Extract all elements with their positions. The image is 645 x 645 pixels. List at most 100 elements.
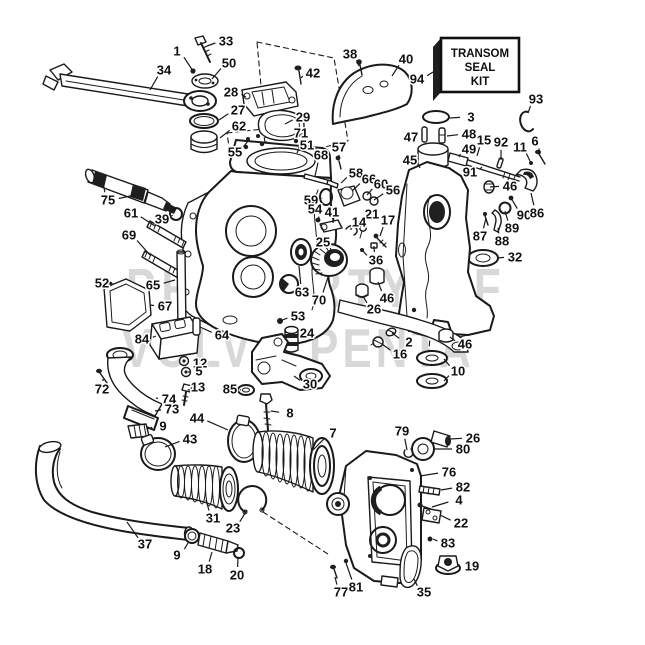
part-label-4: 4 (455, 493, 463, 508)
part-label-24: 24 (300, 326, 315, 341)
washer-80-part (417, 443, 429, 455)
part-label-43: 43 (183, 432, 197, 447)
part-label-65: 65 (146, 278, 160, 293)
part-label-45: 45 (403, 153, 417, 168)
screw-55b (256, 134, 260, 138)
dot-83 (427, 536, 433, 542)
bearing-70 (310, 243, 348, 277)
gimbal-ring-housing-part (424, 195, 432, 319)
screw-54 (315, 217, 321, 223)
part-label-37: 37 (138, 537, 152, 552)
leader-line-2 (391, 332, 400, 339)
part-label-27: 27 (231, 103, 245, 118)
swivel-bracket-arm-part (337, 299, 469, 353)
part-label-92: 92 (494, 135, 508, 150)
leader-line-16 (381, 343, 391, 351)
part-label-1: 1 (173, 44, 180, 59)
part-label-46: 46 (503, 179, 517, 194)
leader-line-25 (329, 247, 332, 252)
water-bellows-31 (170, 464, 239, 512)
leader-line-73 (154, 409, 162, 412)
part-label-75: 75 (101, 193, 115, 208)
leader-line-9 (183, 542, 189, 550)
leader-line-37 (126, 521, 139, 539)
plug-26-bottom-part (445, 436, 451, 446)
washers-10 (416, 350, 448, 389)
washer-32-part (467, 249, 499, 267)
transom-anchor-arm-part (206, 102, 210, 106)
nut-5 (180, 366, 192, 378)
seal-63-part (298, 248, 304, 256)
leader-line-75 (118, 193, 140, 200)
nut-12 (178, 355, 190, 367)
leader-line-42 (300, 75, 304, 79)
leader-line-32 (496, 256, 505, 259)
shift-module-28-part (288, 96, 296, 104)
gasket-67-part (103, 278, 152, 332)
washer-32-part (475, 253, 491, 263)
leader-line-67 (149, 304, 155, 307)
part-label-66: 66 (362, 172, 376, 187)
clamp-44-part (235, 414, 250, 427)
bolt-8-part (259, 393, 273, 405)
gimbal-ring-housing-part (402, 183, 408, 317)
leader-line-87 (482, 217, 487, 229)
screw-87-part (483, 212, 487, 216)
part-label-23: 23 (226, 521, 240, 536)
transom-anchor-arm-part (191, 95, 209, 107)
part-label-34: 34 (157, 63, 172, 78)
part-label-91: 91 (463, 165, 477, 180)
washers-10-part (425, 354, 439, 362)
steering-shaft-45-part (417, 142, 449, 156)
bolt-33-part (200, 42, 211, 63)
part-label-41: 41 (325, 205, 339, 220)
exhaust-bellows-7-part (313, 445, 331, 487)
snap-ring-23-part (259, 507, 265, 513)
part-label-11: 11 (513, 140, 527, 155)
bell-housing-76-part (368, 554, 372, 558)
part-label-63: 63 (295, 285, 309, 300)
part-label-42: 42 (306, 66, 320, 81)
part-label-40: 40 (399, 52, 413, 67)
transom-anchor-arm-part (189, 96, 193, 100)
bracket-22-part (425, 509, 431, 515)
engine-mount-84-part (149, 323, 162, 360)
top-cover-40-part (362, 86, 374, 94)
seal-63 (290, 238, 312, 266)
leader-line-58 (340, 176, 348, 184)
cap-62 (190, 130, 218, 154)
tilt-shaft-assembly-part (466, 159, 521, 182)
bolt-13 (181, 383, 193, 406)
bushing-24-part (284, 325, 299, 335)
leader-line-68 (314, 162, 319, 177)
transom-anchor-arm-part (49, 63, 73, 81)
leader-line-45 (418, 164, 421, 169)
leader-line-65 (163, 279, 176, 284)
part-label-17: 17 (381, 213, 395, 228)
oring-89-part (498, 201, 512, 215)
main-gimbal-housing-part (254, 151, 308, 171)
part-label-88: 88 (495, 234, 509, 249)
nut-19-part (444, 558, 452, 566)
pins-47-48-part (421, 126, 428, 143)
gimbal-ring-housing-part (429, 201, 445, 223)
pin-82-part (422, 486, 435, 495)
main-gimbal-housing-part (313, 148, 319, 154)
bolt-8-part (263, 411, 272, 426)
leader-line-55 (242, 140, 249, 148)
gasket-67-part (109, 283, 147, 326)
main-gimbal-housing (177, 134, 338, 346)
part-label-32: 32 (508, 250, 522, 265)
washers-10-part (416, 373, 448, 389)
part-label-81: 81 (349, 580, 363, 595)
part-label-39: 39 (155, 212, 169, 227)
exhaust-hose-37-part (34, 445, 191, 541)
pin-58 (326, 179, 339, 189)
leader-line-61 (140, 216, 156, 227)
clamp-73-part (131, 409, 155, 420)
engine-mount-84-part (174, 319, 186, 329)
clip-93-part (519, 110, 534, 133)
gasket-67 (103, 278, 152, 332)
bolt-8-part (265, 403, 269, 431)
clamp-73 (123, 405, 159, 431)
